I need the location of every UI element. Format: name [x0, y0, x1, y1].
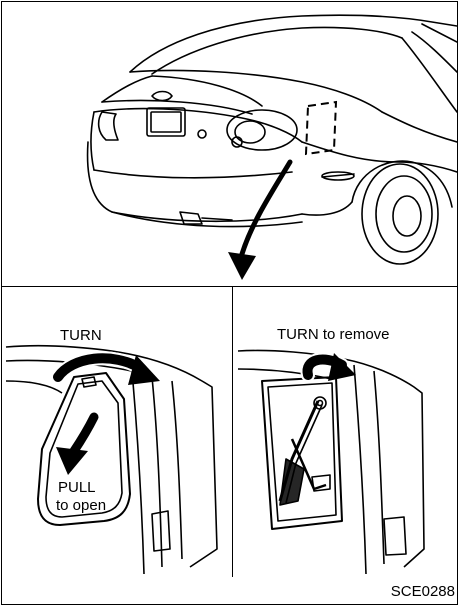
access-panel-outline [306, 102, 336, 154]
panel-divider-vertical [232, 287, 233, 577]
pull-label: PULL [58, 479, 96, 496]
jack-tool [280, 397, 330, 505]
cover-open-panel [2, 289, 232, 579]
turn-to-remove-label: TURN to remove [277, 326, 390, 343]
to-open-label: to open [56, 497, 106, 514]
cover-illustration [2, 289, 232, 579]
panel-divider-horizontal [1, 286, 458, 287]
turn-label: TURN [60, 327, 102, 344]
car-rear-illustration [2, 2, 457, 285]
car-rear-panel [2, 2, 457, 285]
turn-arrow [307, 353, 356, 381]
figure-code: SCE0288 [391, 583, 455, 600]
